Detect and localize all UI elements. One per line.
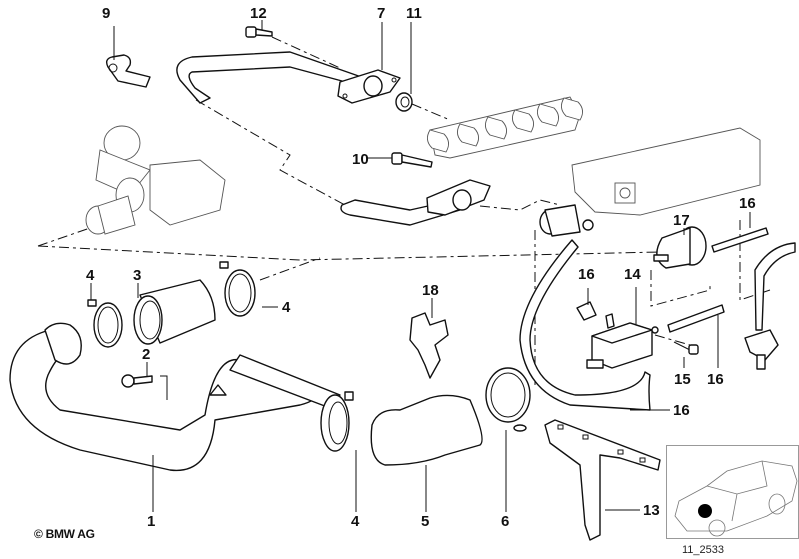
callout-4-right[interactable]: 4 xyxy=(282,299,291,316)
screw-15 xyxy=(673,341,699,355)
pressure-converter-12 xyxy=(586,313,659,369)
charge-air-pipe-1 xyxy=(9,322,341,472)
assembly-line-turbo-lower xyxy=(37,227,91,247)
location-dot-icon xyxy=(698,504,712,518)
copyright: © BMW AG xyxy=(34,527,95,541)
holder-clip-18 xyxy=(409,312,449,379)
oil-return-pipe-7 xyxy=(176,51,401,104)
callout-16-lower[interactable]: 16 xyxy=(673,402,690,419)
assembly-line-screw15 xyxy=(654,334,691,346)
leader-lines xyxy=(90,20,751,512)
callout-17[interactable]: 17 xyxy=(673,212,690,229)
assembly-line-seal xyxy=(411,103,451,121)
intake-manifold xyxy=(571,127,761,216)
callout-3[interactable]: 3 xyxy=(133,267,142,284)
hose-clamp-4-left xyxy=(87,299,123,348)
hose-clamp-4-right xyxy=(219,261,256,317)
callout-10[interactable]: 12 xyxy=(250,5,267,22)
support-bracket-13 xyxy=(544,419,661,541)
callout-8[interactable]: 10 xyxy=(352,151,369,168)
callout-4-lower[interactable]: 4 xyxy=(351,513,360,530)
hex-bolt-2 xyxy=(121,374,153,388)
callout-14[interactable]: 16 xyxy=(578,266,595,283)
callout-2[interactable]: 2 xyxy=(142,346,151,363)
hose-clamp-4-lower xyxy=(320,391,354,452)
turbocharger xyxy=(85,125,226,235)
vacuum-hose-16-middle xyxy=(667,304,725,333)
flange-bolt-8 xyxy=(391,152,433,168)
vacuum-hose-16-upper xyxy=(711,227,769,253)
callout-18[interactable]: 18 xyxy=(422,282,439,299)
exhaust-manifold xyxy=(427,96,583,159)
callout-12[interactable]: 14 xyxy=(624,266,641,283)
filter-17 xyxy=(653,226,707,269)
callout-16-upper[interactable]: 16 xyxy=(739,195,756,212)
pipe-clip-11 xyxy=(105,54,151,88)
bypass-valve xyxy=(539,204,594,237)
vehicle-locator-inset xyxy=(666,445,799,539)
hose-clamp-6 xyxy=(485,367,531,432)
oil-feed-pipe xyxy=(340,179,491,226)
connecting-hose-3 xyxy=(133,279,216,345)
vacuum-hose-loop xyxy=(519,239,651,411)
assembly-line-flange xyxy=(479,199,561,211)
assembly-line-oil-pipe xyxy=(195,99,346,206)
callout-16-middle[interactable]: 16 xyxy=(707,371,724,388)
callout-1[interactable]: 1 xyxy=(147,513,156,530)
assembly-line-hose16 xyxy=(739,220,771,301)
car-outline-icon xyxy=(674,460,798,537)
assembly-line-bolt10 xyxy=(271,36,341,69)
assembly-line-filter xyxy=(650,270,711,307)
callout-13[interactable]: 13 xyxy=(643,502,660,519)
callout-6[interactable]: 6 xyxy=(501,513,510,530)
vacuum-pipe xyxy=(744,242,796,370)
elbow-hose-5 xyxy=(370,394,483,466)
bolt-10 xyxy=(245,26,273,38)
callout-4-left[interactable]: 4 xyxy=(86,267,95,284)
sealing-ring-9 xyxy=(395,92,413,112)
diagram-id: 11_2533 xyxy=(682,544,725,556)
callout-11[interactable]: 9 xyxy=(102,5,111,22)
connector-holder-14 xyxy=(576,301,597,321)
assembly-line-clamp4 xyxy=(259,257,321,281)
callout-9[interactable]: 11 xyxy=(406,5,422,22)
callout-7[interactable]: 7 xyxy=(377,5,386,22)
assembly-line-turbo xyxy=(37,245,661,261)
callout-5[interactable]: 5 xyxy=(421,513,430,530)
callout-15[interactable]: 15 xyxy=(674,371,691,388)
